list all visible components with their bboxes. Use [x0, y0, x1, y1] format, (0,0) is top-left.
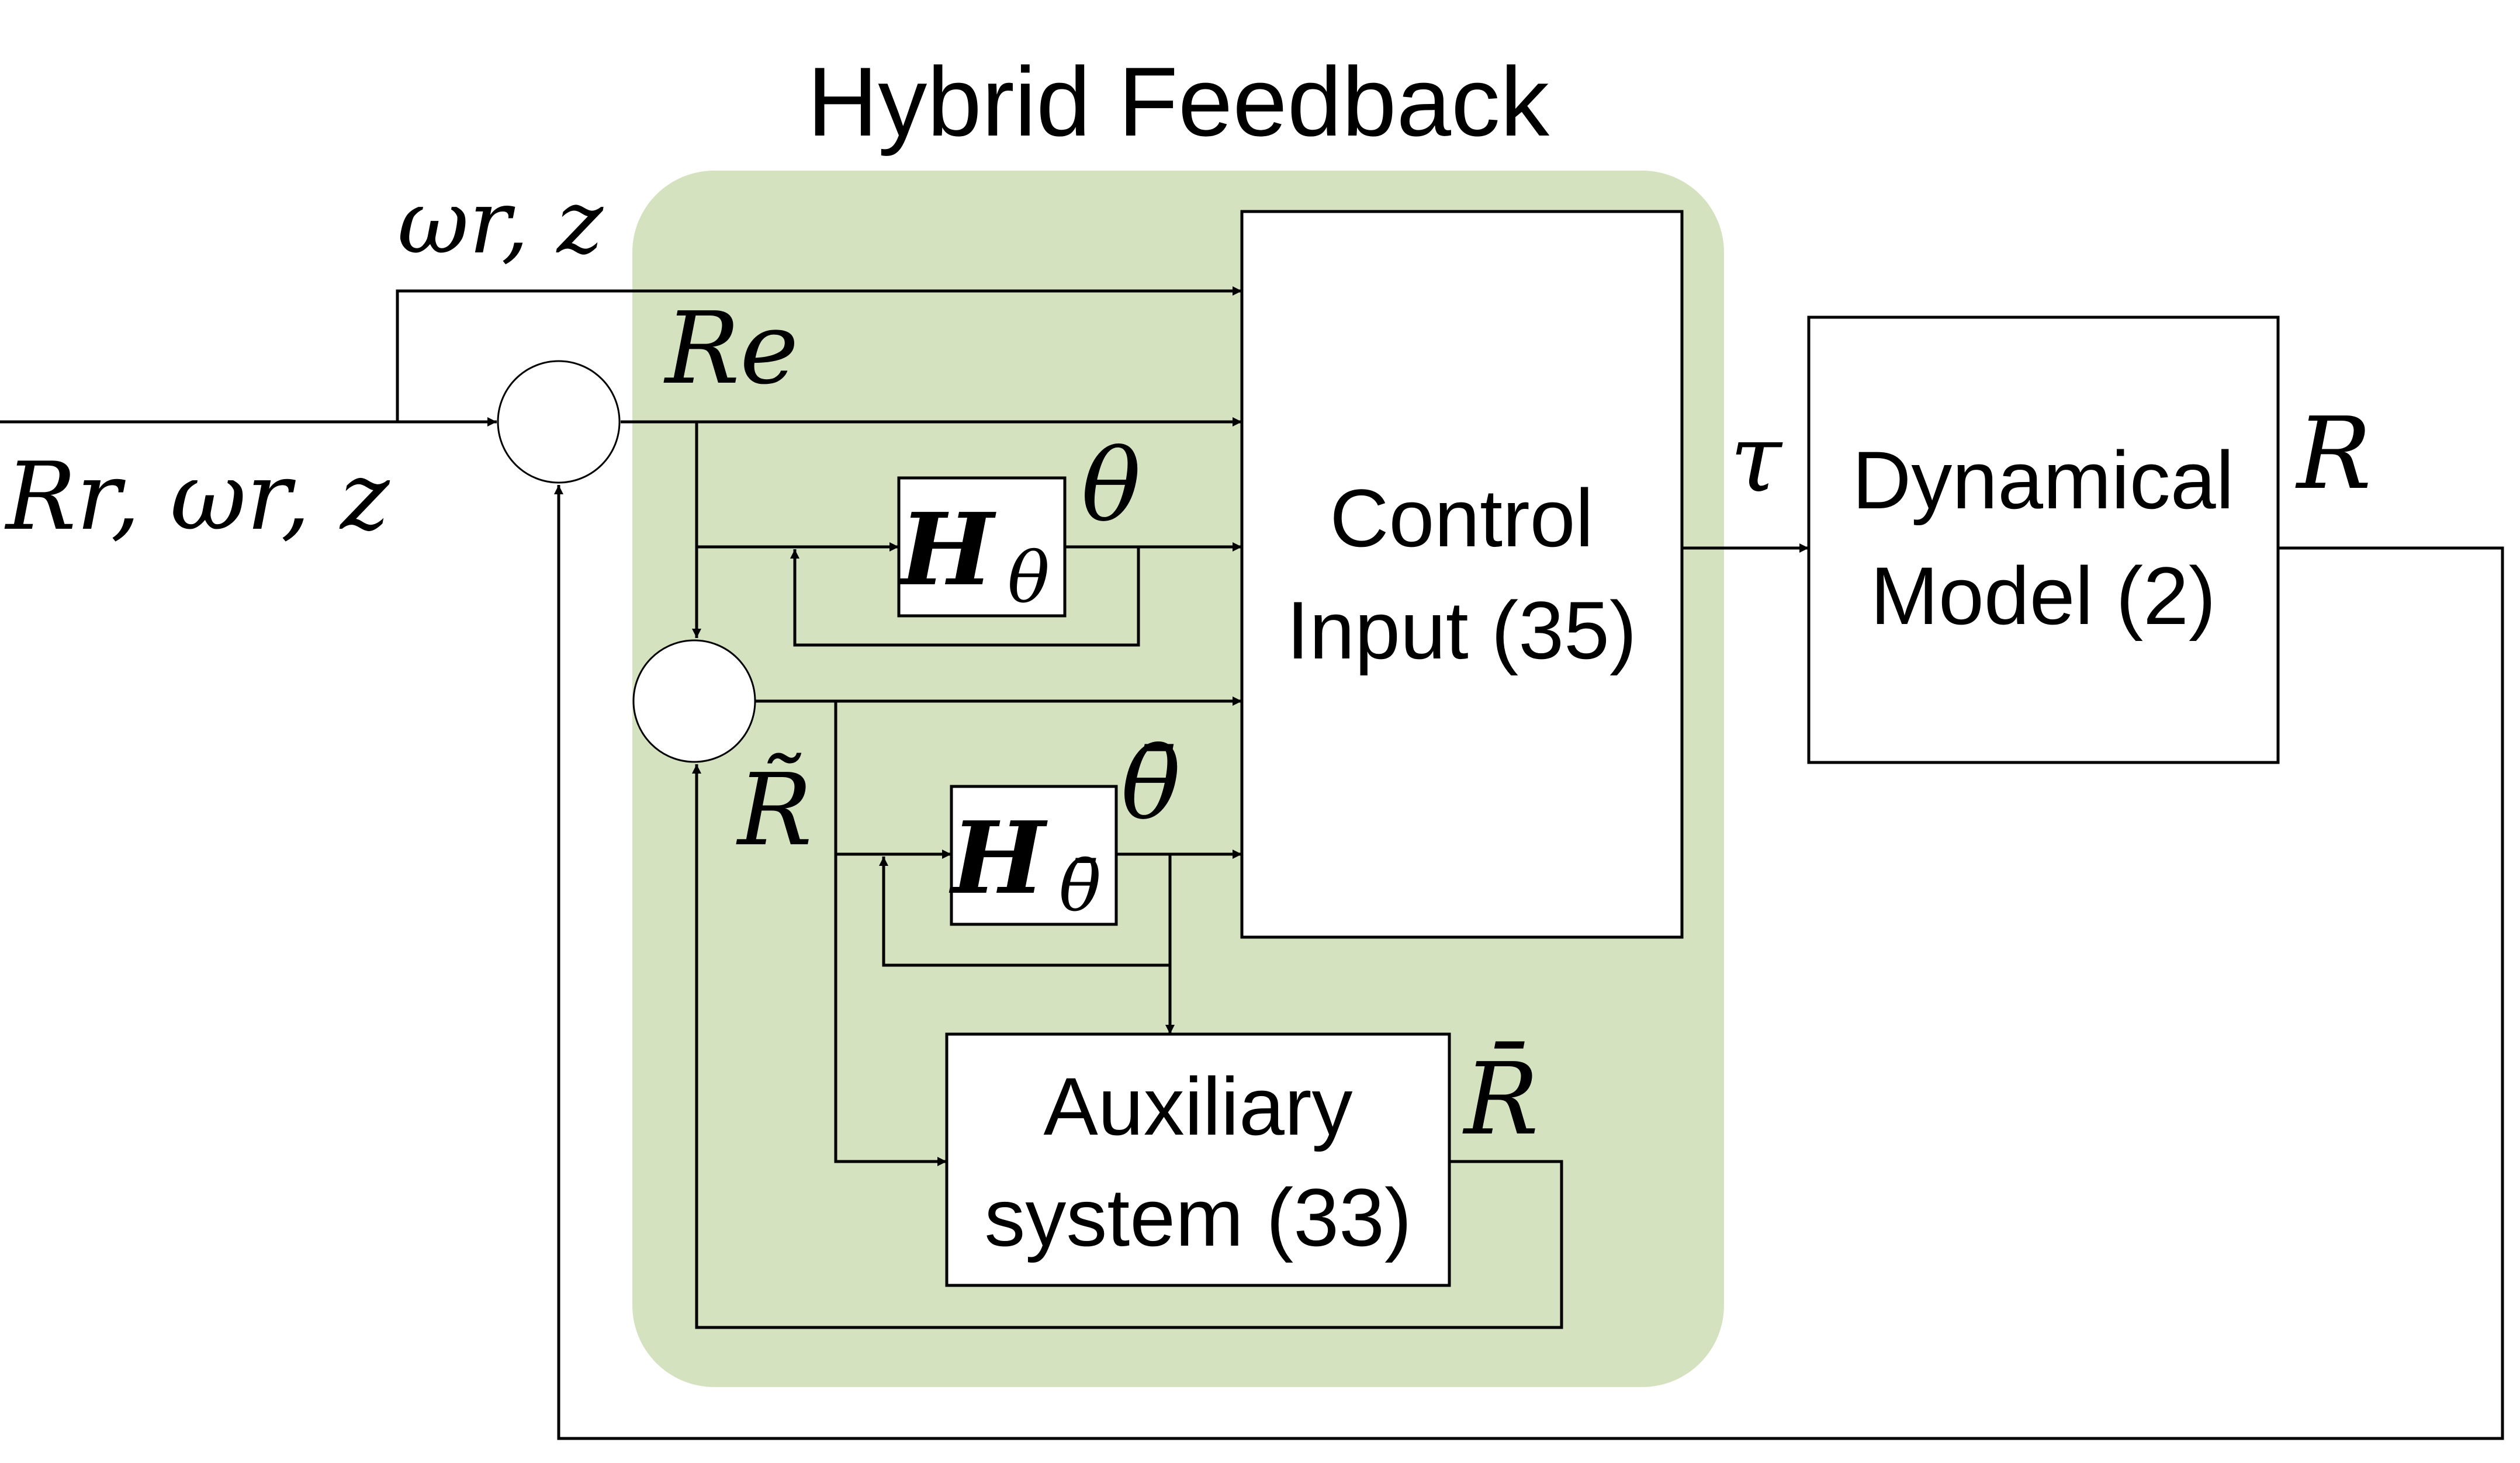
- summing-junction-1: [497, 360, 621, 484]
- signal-r-tilde-label: R̃: [736, 753, 812, 868]
- signal-theta-label: θ: [1081, 428, 1141, 544]
- wire-theta-bar-feedback: [879, 854, 1172, 967]
- wire-r-bar-to-sum2: [692, 764, 1563, 1329]
- control-input-block: Control Input (35): [1240, 210, 1684, 939]
- signal-re-label: Re: [663, 291, 799, 407]
- auxiliary-system-block: Auxiliary system (33): [945, 1032, 1451, 1287]
- h-theta-bar-symbol: H: [949, 800, 1048, 917]
- signal-input-label: Rr, ωr, z: [4, 442, 390, 551]
- signal-tau-label: τ: [1730, 404, 1783, 513]
- h-theta-block: H θ: [897, 476, 1067, 619]
- h-theta-bar-block: H θ̄: [949, 785, 1118, 927]
- control-input-label-line2: Input (35): [1286, 584, 1636, 676]
- dynamical-model-label-line2: Model (2): [1870, 550, 2216, 642]
- summing-junction-2: [632, 639, 756, 763]
- signal-theta-bar-label: θ̄: [1121, 726, 1181, 842]
- wire-r-tilde-to-auxiliary: [834, 854, 947, 1166]
- wire-omega-z-to-control: [396, 286, 1242, 422]
- hybrid-feedback-title: Hybrid Feedback: [807, 47, 1550, 157]
- dynamical-model-block: Dynamical Model (2): [1807, 316, 2280, 764]
- wire-theta-feedback: [790, 547, 1140, 647]
- auxiliary-system-label-line2: system (33): [984, 1171, 1411, 1263]
- control-input-label-line1: Control: [1330, 472, 1593, 564]
- h-theta-bar-subscript: θ̄: [1059, 846, 1101, 927]
- auxiliary-system-label-line1: Auxiliary: [1043, 1060, 1352, 1152]
- h-theta-subscript: θ: [1008, 538, 1050, 619]
- signal-omega-z-label: ωr, z: [397, 172, 604, 273]
- dynamical-model-label-line1: Dynamical: [1852, 434, 2234, 526]
- wire-r-feedback-to-sum1: [554, 485, 2504, 1440]
- h-theta-symbol: H: [898, 491, 997, 608]
- signal-r-bar-label: R̄: [1462, 1041, 1539, 1157]
- signal-r-label: R: [2295, 396, 2372, 512]
